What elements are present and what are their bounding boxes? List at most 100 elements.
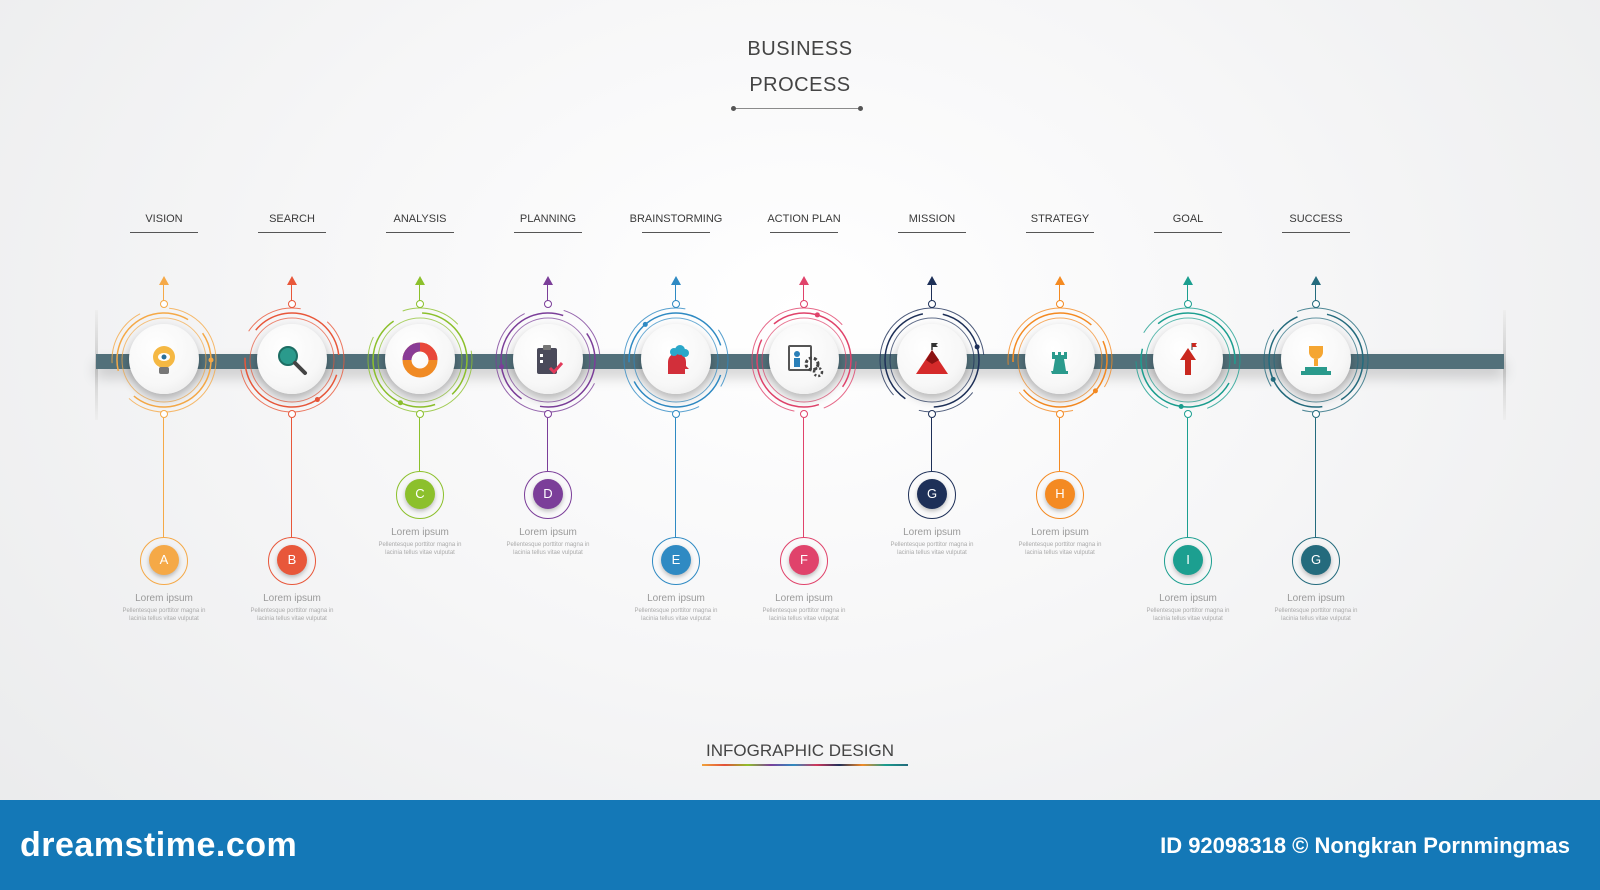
- connector-up: [163, 285, 164, 305]
- arrow-up-icon: [287, 276, 297, 285]
- caption-body: Pellentesque porttitor magna in lacinia …: [506, 542, 590, 556]
- letter-ring: [780, 537, 828, 585]
- decorative-rings: [239, 307, 345, 413]
- connector-up: [1059, 285, 1060, 305]
- arrow-up-icon: [543, 276, 553, 285]
- letter-ring: [268, 537, 316, 585]
- caption-title: Lorem ipsum: [903, 527, 961, 538]
- connector-dot-top: [1184, 300, 1192, 308]
- caption-title: Lorem ipsum: [647, 593, 705, 604]
- step-letter-badge: H: [1045, 479, 1075, 509]
- arrow-up-icon: [1055, 276, 1065, 285]
- connector-down: [163, 418, 164, 537]
- board-gears-icon: [788, 345, 824, 378]
- connector-down: [675, 418, 676, 537]
- title-line-1: BUSINESS: [747, 38, 853, 60]
- step-label-underline: [386, 232, 454, 233]
- connector-down: [931, 418, 932, 471]
- caption-body: Pellentesque porttitor magna in lacinia …: [250, 608, 334, 622]
- caption-body: Pellentesque porttitor magna in lacinia …: [1018, 542, 1102, 556]
- step-label: PLANNING: [519, 213, 577, 225]
- step-label: ANALYSIS: [393, 213, 447, 225]
- letter-ring: [908, 471, 956, 519]
- letter-ring: [396, 471, 444, 519]
- step-label-underline: [258, 232, 326, 233]
- timeline-cap-right: [1503, 310, 1506, 420]
- connector-dot-bottom: [288, 410, 296, 418]
- step-letter-badge: A: [149, 545, 179, 575]
- connector-up: [1187, 285, 1188, 305]
- caption-body: Pellentesque porttitor magna in lacinia …: [378, 542, 462, 556]
- step-label-underline: [642, 232, 710, 233]
- connector-dot-top: [800, 300, 808, 308]
- head-cloud-icon: [668, 345, 689, 374]
- step-letter-badge: G: [1301, 545, 1331, 575]
- image-credit: ID 92098318 © Nongkran Pornmingmas: [1160, 833, 1570, 858]
- connector-down: [547, 418, 548, 471]
- connector-up: [803, 285, 804, 305]
- step-letter-badge: D: [533, 479, 563, 509]
- connector-dot-bottom: [672, 410, 680, 418]
- step-label: STRATEGY: [1030, 213, 1090, 225]
- trophy-icon: [1301, 346, 1331, 375]
- connector-dot-top: [160, 300, 168, 308]
- decorative-rings: [623, 307, 729, 413]
- caption-title: Lorem ipsum: [1031, 527, 1089, 538]
- step-letter-badge: G: [917, 479, 947, 509]
- connector-dot-bottom: [800, 410, 808, 418]
- step-label: ACTION PLAN: [767, 213, 841, 225]
- footer-underline: [702, 764, 908, 766]
- clipboard-check-icon: [537, 345, 564, 375]
- connector-down: [1315, 418, 1316, 537]
- up-arrow-goal-icon: [1180, 343, 1197, 375]
- connector-up: [1315, 285, 1316, 305]
- arrow-up-icon: [799, 276, 809, 285]
- decorative-rings: [1263, 307, 1369, 413]
- step-label-underline: [1026, 232, 1094, 233]
- connector-up: [547, 285, 548, 305]
- connector-down: [419, 418, 420, 471]
- caption-title: Lorem ipsum: [391, 527, 449, 538]
- step-label-underline: [1282, 232, 1350, 233]
- connector-dot-top: [1056, 300, 1064, 308]
- arrow-up-icon: [1311, 276, 1321, 285]
- connector-down: [1059, 418, 1060, 471]
- caption-body: Pellentesque porttitor magna in lacinia …: [890, 542, 974, 556]
- chess-rook-icon: [1051, 352, 1068, 374]
- decorative-rings: [1135, 307, 1241, 413]
- caption-body: Pellentesque porttitor magna in lacinia …: [1146, 608, 1230, 622]
- step-label: VISION: [145, 213, 183, 225]
- step-label-underline: [514, 232, 582, 233]
- decorative-rings: [495, 307, 601, 413]
- watermark-banner: dreamstime.com ID 92098318 © Nongkran Po…: [0, 800, 1600, 890]
- connector-dot-top: [672, 300, 680, 308]
- caption-body: Pellentesque porttitor magna in lacinia …: [634, 608, 718, 622]
- connector-down: [803, 418, 804, 537]
- letter-ring: [1164, 537, 1212, 585]
- letter-ring: [1036, 471, 1084, 519]
- connector-dot-bottom: [416, 410, 424, 418]
- step-label: BRAINSTORMING: [629, 213, 723, 225]
- donut-chart-icon: [402, 342, 438, 378]
- mountain-flag-icon: [916, 343, 948, 374]
- lightbulb-eye-icon: [153, 346, 175, 374]
- connector-dot-bottom: [160, 410, 168, 418]
- caption-body: Pellentesque porttitor magna in lacinia …: [1274, 608, 1358, 622]
- connector-dot-bottom: [1056, 410, 1064, 418]
- step-label-underline: [1154, 232, 1222, 233]
- arrow-up-icon: [927, 276, 937, 285]
- step-node: [385, 324, 455, 394]
- letter-ring: [524, 471, 572, 519]
- step-letter-badge: C: [405, 479, 435, 509]
- caption-body: Pellentesque porttitor magna in lacinia …: [122, 608, 206, 622]
- magnifier-icon: [278, 346, 307, 375]
- connector-dot-bottom: [1184, 410, 1192, 418]
